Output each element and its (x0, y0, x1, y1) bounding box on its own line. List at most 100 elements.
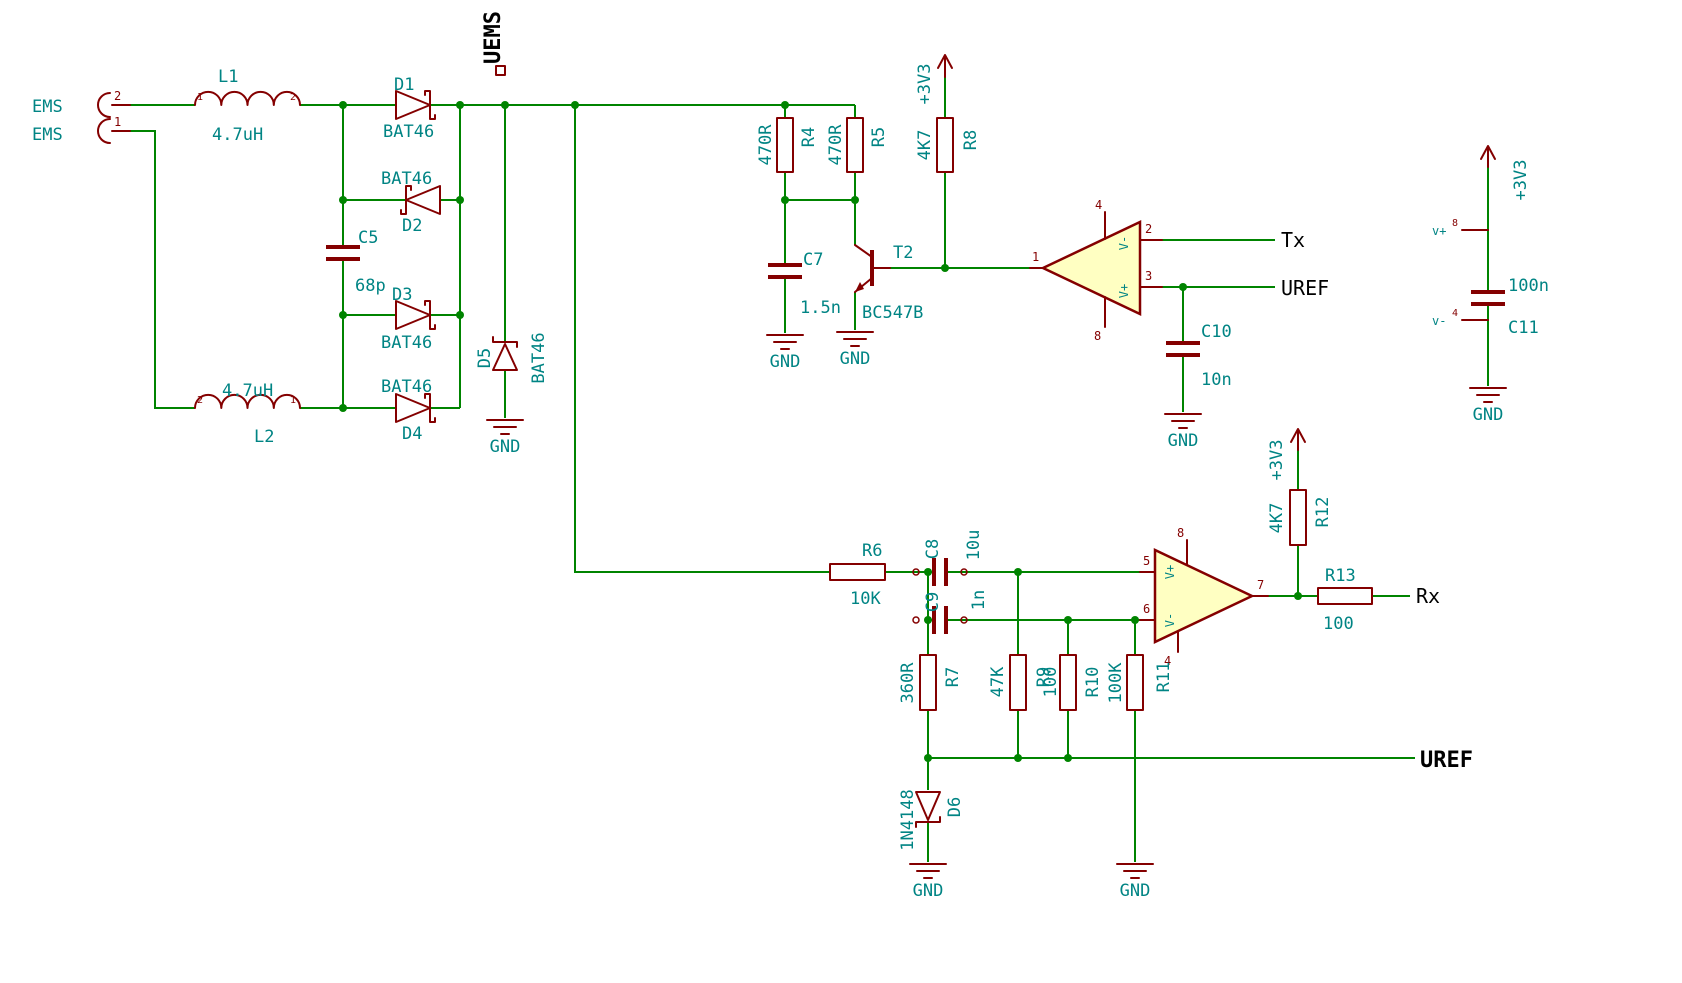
gnd-icon (909, 863, 947, 879)
diode-D6[interactable]: 1N4148 D6 (898, 789, 965, 850)
r11-value: 100K (1106, 662, 1126, 704)
diode-D2[interactable]: BAT46 D2 (381, 169, 441, 236)
vminus-pin-number: 4 (1452, 308, 1458, 319)
resistor-R13[interactable]: R13 100 (1317, 566, 1373, 634)
gnd-c10[interactable]: GND (1164, 413, 1202, 451)
resistor-icon (1289, 489, 1307, 546)
r10-name: R10 (1083, 667, 1103, 698)
capacitor-C8[interactable]: C8 10u (912, 530, 984, 586)
r11-name: R11 (1154, 662, 1174, 693)
gnd-icon (486, 419, 524, 435)
opamp-1[interactable]: 1 2 3 4 8 V- V+ (1029, 198, 1163, 343)
vplus-pin-number: 8 (1452, 218, 1458, 229)
connector-ems[interactable]: EMS EMS 2 1 (32, 89, 131, 145)
r13-name: R13 (1325, 566, 1356, 586)
resistor-icon (936, 117, 954, 173)
power-flag-3v3-r12[interactable]: +3V3 (1267, 428, 1306, 481)
l2-pin-right: 1 (290, 395, 296, 406)
resistor-R9[interactable]: 47K R9 (988, 654, 1054, 711)
opamp1-pin-out: 1 (1032, 250, 1039, 264)
capacitor-C9[interactable]: C9 1n (912, 590, 989, 634)
gnd-d6[interactable]: GND (909, 863, 947, 901)
capacitor-icon (768, 263, 802, 279)
resistor-R5[interactable]: 470R R5 (826, 117, 889, 173)
uems-text: UEMS (481, 11, 506, 64)
opamp-2[interactable]: 5 6 7 8 4 V+ V- (1139, 526, 1269, 668)
c11-name: C11 (1508, 318, 1539, 338)
capacitor-C7[interactable]: C7 1.5n (768, 250, 841, 318)
inductor-L2[interactable]: 4.7uH L2 2 1 (194, 381, 301, 447)
resistor-icon (919, 654, 937, 711)
diode-D1[interactable]: D1 BAT46 (383, 75, 436, 142)
gnd-label: GND (1120, 881, 1151, 901)
vminus-pin-name: v- (1432, 314, 1446, 328)
net-label-uref-top[interactable]: UREF (1281, 276, 1329, 300)
c11-value: 100n (1508, 276, 1549, 296)
inductor-icon (194, 393, 301, 409)
capacitor-icon (326, 245, 360, 261)
diode-D5[interactable]: D5 BAT46 (475, 332, 549, 383)
gnd-label: GND (1473, 405, 1504, 425)
wire-net[interactable] (130, 77, 1489, 862)
capacitor-icon (1471, 290, 1505, 306)
c5-name: C5 (358, 228, 378, 248)
power-flag-3v3-r8[interactable]: +3V3 (915, 54, 953, 104)
c8-name: C8 (923, 539, 943, 559)
diode-D3[interactable]: D3 BAT46 (381, 285, 436, 353)
net-label-uems[interactable]: UEMS (481, 11, 506, 76)
resistor-R10[interactable]: 100 R10 (1041, 654, 1103, 711)
gnd-label: GND (913, 881, 944, 901)
transistor-T2[interactable]: T2 BC547B (854, 243, 923, 323)
capacitor-C5[interactable]: C5 68p (326, 228, 386, 296)
r8-value: 4K7 (915, 130, 935, 161)
gnd-label: GND (770, 352, 801, 372)
d6-name: D6 (945, 797, 965, 817)
opamp2-pin-inv: 6 (1143, 602, 1150, 616)
diode-D4[interactable]: BAT46 D4 (381, 377, 436, 444)
power-flag-3v3-c11[interactable]: +3V3 (1480, 145, 1531, 201)
resistor-R12[interactable]: 4K7 R12 (1267, 489, 1333, 546)
inductor-L1[interactable]: L1 4.7uH 1 2 (194, 67, 301, 145)
gnd-c7[interactable]: GND (766, 334, 804, 372)
gnd-t2[interactable]: GND (836, 331, 874, 369)
resistor-R4[interactable]: 470R R4 (756, 117, 819, 173)
r7-value: 360R (898, 662, 918, 704)
gnd-c11[interactable]: GND (1469, 387, 1507, 425)
diode-icon (405, 185, 441, 215)
net-label-tx[interactable]: Tx (1281, 228, 1305, 252)
l2-pin-left: 2 (197, 395, 203, 406)
resistor-R11[interactable]: 100K R11 (1106, 654, 1174, 711)
wire-segments[interactable] (130, 77, 1489, 862)
gnd-r11[interactable]: GND (1116, 863, 1154, 901)
d3-value: BAT46 (381, 333, 432, 353)
capacitor-C10[interactable]: C10 10n (1166, 322, 1232, 390)
net-label-rx[interactable]: Rx (1416, 584, 1440, 608)
opamp-triangle (1040, 220, 1142, 316)
resistor-R6[interactable]: R6 10K (829, 541, 886, 609)
capacitor-icon (932, 558, 948, 586)
resistor-icon (846, 117, 864, 173)
diode-icon (915, 791, 941, 821)
capacitor-C11[interactable]: 100n C11 (1471, 276, 1549, 338)
resistor-R8[interactable]: 4K7 R8 (915, 117, 981, 173)
inductor-icon (194, 90, 301, 106)
diode-icon (492, 343, 518, 371)
d3-name: D3 (392, 285, 412, 305)
power-3v3-label: +3V3 (1511, 160, 1531, 201)
resistor-R7[interactable]: 360R R7 (898, 654, 963, 711)
c10-value: 10n (1201, 370, 1232, 390)
opamp-pins (1029, 211, 1163, 328)
r6-value: 10K (850, 589, 881, 609)
net-label-uref-bottom[interactable]: UREF (1420, 748, 1473, 773)
gnd-d5[interactable]: GND (486, 419, 524, 457)
power-3v3-label: +3V3 (1267, 440, 1287, 481)
resistor-icon (776, 117, 794, 173)
opamp-power-pins[interactable]: v+ 8 v- 4 (1432, 218, 1489, 328)
power-arrow-icon (1480, 145, 1496, 168)
r7-name: R7 (943, 667, 963, 687)
gnd-label: GND (840, 349, 871, 369)
l1-value: 4.7uH (212, 125, 263, 145)
diode-icon (395, 90, 431, 120)
c10-name: C10 (1201, 322, 1232, 342)
